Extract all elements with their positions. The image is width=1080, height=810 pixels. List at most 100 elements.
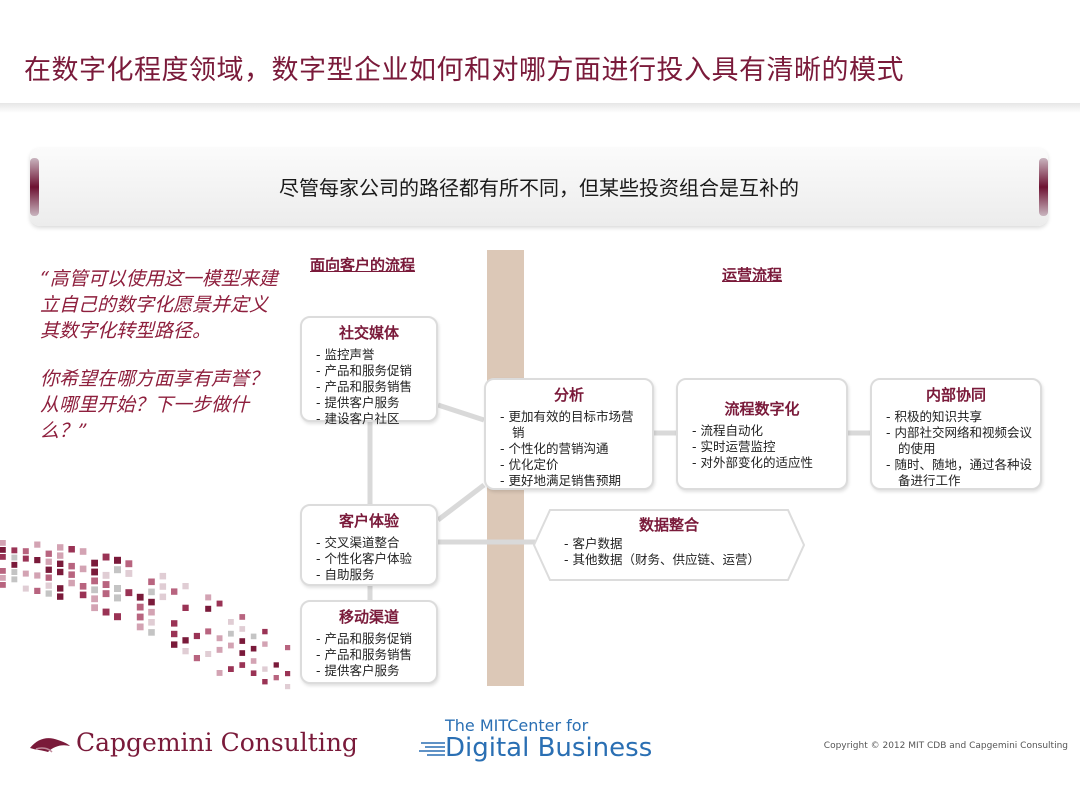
swirl-square <box>34 572 41 579</box>
box-title: 社交媒体 <box>338 324 399 342</box>
swirl-square <box>239 614 246 620</box>
copyright-notice: Copyright © 2012 MIT CDB and Capgemini C… <box>823 741 1068 751</box>
swirl-square <box>239 638 246 644</box>
swirl-square <box>22 555 29 562</box>
swirl-square <box>0 582 6 588</box>
list-item: 实时运营监控 <box>692 439 846 455</box>
swirl-square <box>285 671 291 677</box>
swirl-square <box>216 646 223 653</box>
swirl-square <box>45 550 52 557</box>
list-item: 个性化的营销沟通 <box>500 441 644 457</box>
swirl-square <box>102 553 110 561</box>
box-social-media: 社交媒体 监控声誉 产品和服务促销 产品和服务销售 提供客户服务 建设客户社区 <box>300 316 438 426</box>
box-title: 数据整合 <box>638 516 699 534</box>
swirl-square <box>205 651 212 657</box>
page-title: 在数字化程度领域，数字型企业如何和对哪方面进行投入具有清晰的模式 <box>24 55 904 86</box>
box-mobile-channel: 移动渠道 产品和服务促销 产品和服务销售 提供客户服务 <box>300 600 438 684</box>
swirl-square <box>228 642 234 649</box>
swirl-square <box>91 577 98 585</box>
list-item: 交叉渠道整合 <box>316 535 436 551</box>
swirl-square <box>148 598 155 606</box>
list-item: 对外部变化的适应性 <box>692 455 846 471</box>
swirl-square <box>228 630 234 637</box>
swirl-square <box>68 571 75 578</box>
swirl-square <box>11 569 18 575</box>
swirl-square <box>114 613 121 621</box>
mit-logo-line-1: The MITCenter for <box>445 716 589 735</box>
section-label-customer: 面向客户的流程 <box>310 256 416 274</box>
swirl-square <box>250 658 257 664</box>
banner-text: 尽管每家公司的路径都有所不同，但某些投资组合是互补的 <box>279 176 799 200</box>
summary-banner: 尽管每家公司的路径都有所不同，但某些投资组合是互补的 <box>30 148 1048 226</box>
swirl-square <box>34 557 41 564</box>
swirl-square <box>250 645 257 652</box>
list-item: 个性化客户体验 <box>316 551 436 567</box>
swirl-square <box>91 568 98 576</box>
swirl-square <box>148 619 155 626</box>
swirl-square <box>273 675 279 681</box>
swirl-square <box>136 593 144 601</box>
swirl-square <box>57 560 64 567</box>
swirl-square <box>171 588 178 595</box>
swirl-square <box>22 585 29 592</box>
swirl-square <box>262 679 268 685</box>
swirl-square <box>114 585 121 592</box>
swirl-square <box>68 579 75 587</box>
box-list: 流程自动化 实时运营监控 对外部变化的适应性 <box>678 423 846 471</box>
box-list: 监控声誉 产品和服务促销 产品和服务销售 提供客户服务 建设客户社区 <box>302 347 436 427</box>
swirl-square <box>239 662 246 668</box>
swirl-square <box>148 629 155 636</box>
swirl-square <box>57 544 64 551</box>
swirl-square <box>11 554 18 561</box>
swirl-square <box>45 582 52 589</box>
swirl-square <box>159 593 167 601</box>
list-item: 提供客户服务 <box>316 395 436 411</box>
swirl-square <box>216 635 223 642</box>
swirl-square <box>102 590 110 598</box>
quote-paragraph-2: 你希望在哪方面享有声誉？从哪里开始？下一步做什么？” <box>40 368 269 442</box>
box-list: 积极的知识共享 内部社交网络和视频会议的使用 随时、随地，通过各种设备进行工作 <box>872 409 1040 489</box>
swirl-square <box>102 608 110 616</box>
box-title: 移动渠道 <box>338 608 399 626</box>
swirl-square <box>114 556 121 564</box>
swirl-square <box>91 586 98 594</box>
swirl-square <box>57 585 64 592</box>
swirl-square <box>57 568 64 576</box>
swirl-square <box>57 552 64 559</box>
swirl-square <box>205 628 212 635</box>
swirl-square <box>262 628 268 635</box>
capgemini-logo-text: Capgemini Consulting <box>76 728 358 757</box>
swirl-square <box>45 590 52 597</box>
swirl-square <box>11 547 18 554</box>
box-title: 流程数字化 <box>724 400 800 418</box>
swirl-square <box>171 641 178 648</box>
title-divider <box>0 103 1080 113</box>
list-item: 建设客户社区 <box>316 411 436 427</box>
banner-right-cap <box>1039 158 1048 216</box>
executive-quote: “高管可以使用这一模型来建立自己的数字化愿景并定义其数字化转型路径。 你希望在哪… <box>40 266 280 466</box>
box-internal-collaboration: 内部协同 积极的知识共享 内部社交网络和视频会议的使用 随时、随地，通过各种设备… <box>870 378 1042 490</box>
swirl-square <box>193 632 200 640</box>
capgemini-logo: Capgemini Consulting <box>28 728 358 757</box>
swirl-square <box>182 604 189 611</box>
box-title: 客户体验 <box>338 512 399 530</box>
swirl-square <box>136 623 144 631</box>
box-list: 产品和服务促销 产品和服务销售 提供客户服务 <box>302 631 436 679</box>
swirl-square <box>148 608 155 616</box>
swirl-square <box>34 541 41 548</box>
swirl-square <box>45 558 52 565</box>
swirl-square <box>216 600 223 607</box>
list-item: 客户数据 <box>564 536 760 552</box>
spade-icon <box>30 737 70 753</box>
quote-paragraph-1: “高管可以使用这一模型来建立自己的数字化愿景并定义其数字化转型路径。 <box>40 268 278 342</box>
box-title: 分析 <box>553 386 584 404</box>
speed-lines-icon <box>419 742 445 756</box>
swirl-square <box>45 566 52 573</box>
swirl-square <box>79 565 87 573</box>
box-list: 客户数据 其他数据（财务、供应链、运营） <box>564 536 760 568</box>
swirl-square <box>0 568 6 574</box>
swirl-square <box>239 626 246 632</box>
swirl-square <box>148 578 155 586</box>
box-data-integration: 数据整合 客户数据 其他数据（财务、供应链、运营） <box>532 508 806 582</box>
